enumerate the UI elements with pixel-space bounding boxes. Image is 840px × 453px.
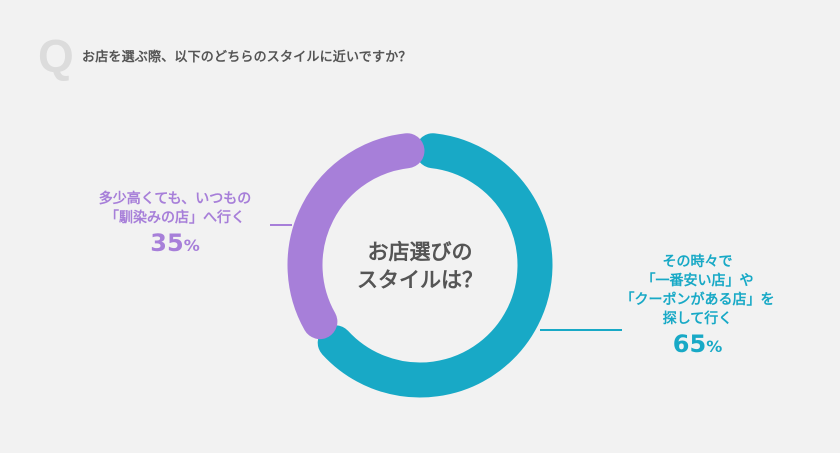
center-label: お店選びの スタイルは？ xyxy=(320,238,520,294)
right-data-label: その時々で 「一番安い店」や 「クーポンがある店」を 探して行く 65% xyxy=(595,253,800,362)
donut-segment-65 xyxy=(317,133,553,398)
right-percentage: 65% xyxy=(595,329,800,362)
left-label-line: 多少高くても、いつもの xyxy=(98,191,252,207)
left-unit: % xyxy=(183,236,200,255)
right-label-line: 「クーポンがある店」を xyxy=(620,292,775,308)
right-value: 65 xyxy=(672,330,707,358)
left-value: 35 xyxy=(150,229,184,257)
question-title: お店を選ぶ際、以下のどちらのスタイルに近いですか？ xyxy=(82,50,412,65)
left-percentage: 35% xyxy=(70,228,280,261)
center-label-line2: スタイルは？ xyxy=(357,268,483,292)
right-label-line: 「一番安い店」や xyxy=(641,273,754,289)
donut-segment-35 xyxy=(287,133,425,340)
right-label-line: その時々で xyxy=(662,254,733,270)
center-label-line1: お店選びの xyxy=(367,240,473,264)
right-unit: % xyxy=(706,337,723,356)
right-label-line: 探して行く xyxy=(662,311,733,327)
q-icon: Q xyxy=(38,30,74,82)
left-data-label: 多少高くても、いつもの 「馴染みの店」へ行く 35% xyxy=(70,190,280,261)
left-label-line: 「馴染みの店」へ行く xyxy=(105,210,245,226)
